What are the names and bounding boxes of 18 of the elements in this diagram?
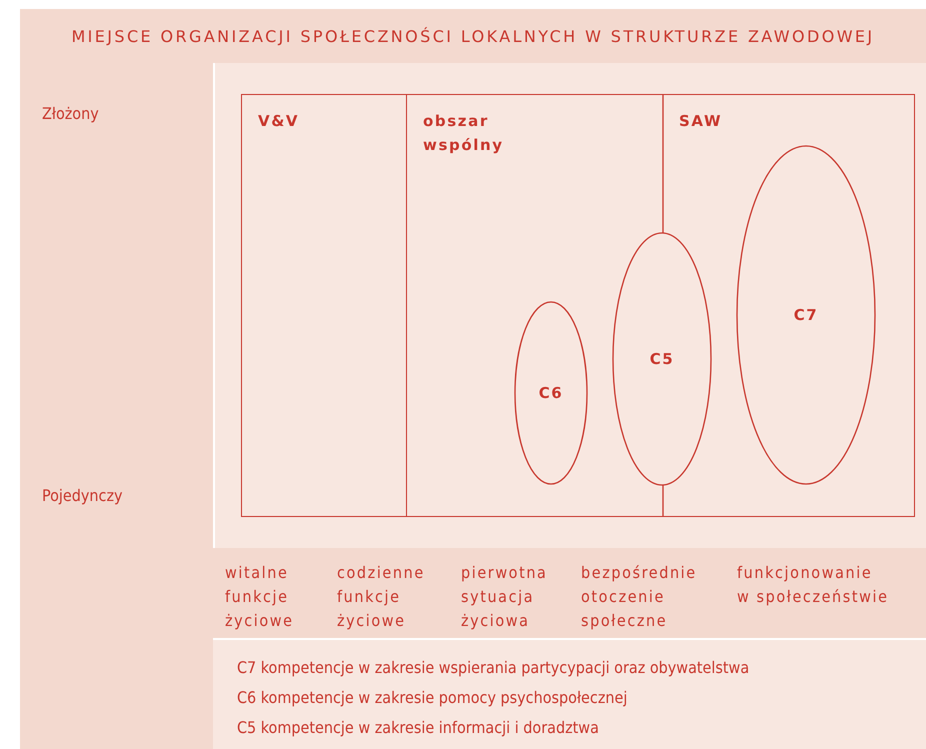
column-box — [241, 94, 407, 517]
category-label: bezpośrednie otoczenie społeczne — [581, 562, 698, 632]
category-label: pierwotna sytuacja życiowa — [461, 562, 548, 632]
ellipse-node: C7 — [737, 146, 875, 484]
ellipse-node: C5 — [613, 233, 711, 485]
column-heading: V&V — [258, 111, 300, 132]
axis-label: Pojedynczy — [42, 486, 124, 506]
axis-label: Złożony — [42, 104, 100, 124]
title: MIEJSCE ORGANIZACJI SPOŁECZNOŚCI LOKALNYCH W STRUKTURZE ZAWODOWEJ — [20, 9, 926, 63]
category-label: funkcjonowanie w społeczeństwie — [737, 562, 890, 608]
legend-text: C7 kompetencje w zakresie wspierania partycypacji oraz obywatelstwa — [237, 658, 750, 678]
legend-text: C6 kompetencje w zakresie pomocy psychospołecznej — [237, 688, 628, 708]
category-label: witalne funkcje życiowe — [225, 562, 295, 632]
column-heading: obszar wspólny — [423, 111, 505, 156]
legend-text: C5 kompetencje w zakresie informacji i doradztwa — [237, 718, 600, 738]
ellipse-node: C6 — [515, 302, 587, 484]
category-label: codzienne funkcje życiowe — [337, 562, 426, 632]
column-heading: SAW — [679, 111, 724, 132]
